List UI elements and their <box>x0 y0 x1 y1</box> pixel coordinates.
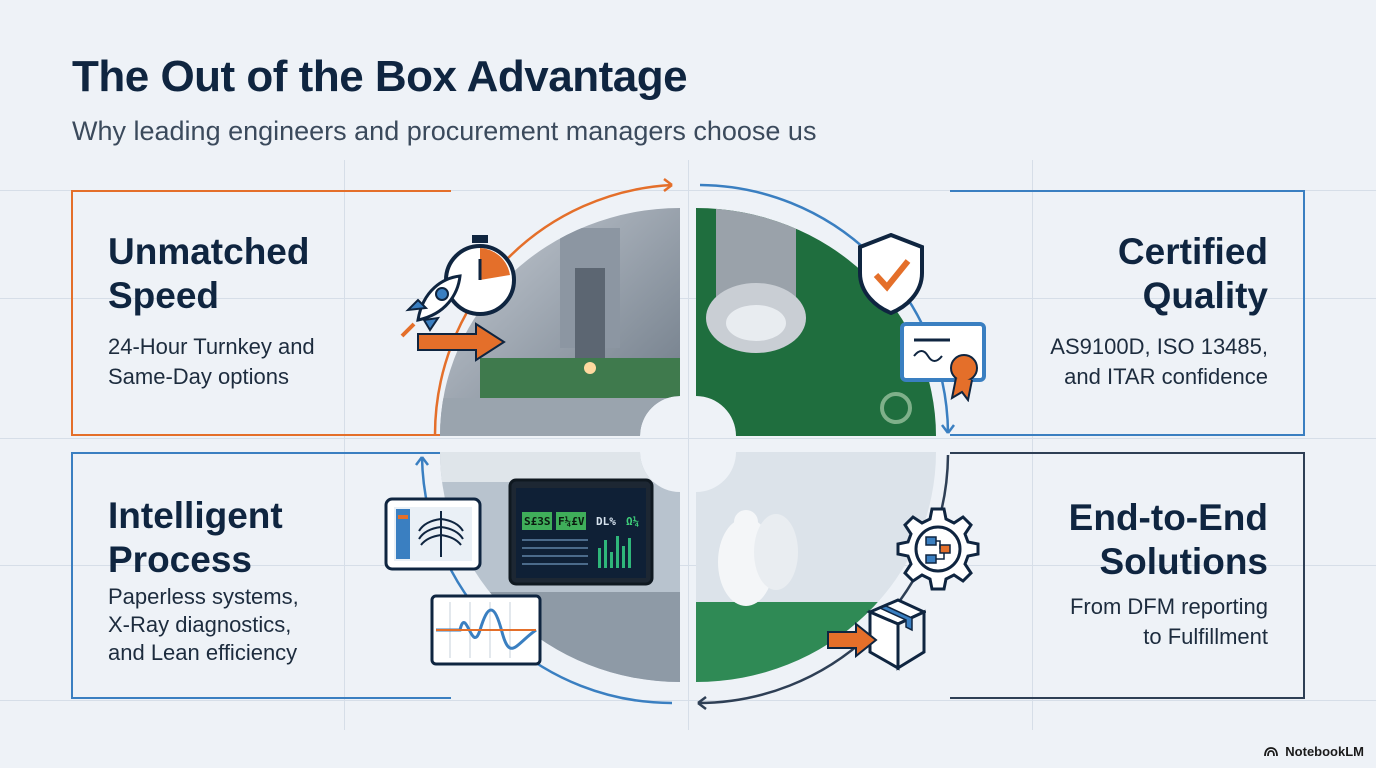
brand-watermark: NotebookLM <box>1263 744 1364 760</box>
package-icon <box>827 598 926 671</box>
waveform-icon <box>430 594 542 666</box>
dashboard-readout: DL% <box>596 515 616 528</box>
e2e-heading: End-to-End Solutions <box>1068 497 1268 582</box>
panel-e2e-frame <box>950 452 1305 699</box>
page-title: The Out of the Box Advantage <box>72 52 688 101</box>
quality-quadrant-image <box>696 208 936 436</box>
shield-check-icon <box>858 233 924 315</box>
grid-line <box>688 160 689 730</box>
dashboard-monitor <box>508 478 654 586</box>
panel-speed-frame <box>71 190 451 436</box>
speed-heading: Unmatched Speed <box>108 231 310 316</box>
notebooklm-logo-icon <box>1263 745 1278 760</box>
e2e-description: From DFM reporting to Fulfillment <box>1069 594 1268 649</box>
xray-tablet-icon <box>384 497 482 571</box>
grid-line <box>0 298 1376 299</box>
quality-heading: Certified Quality <box>1117 231 1268 316</box>
rocket-icon <box>400 274 462 338</box>
grid-line <box>344 160 345 730</box>
dashboard-readout: Ω¼ <box>626 515 640 528</box>
panel-process-frame <box>71 452 451 699</box>
gear-workflow-icon <box>896 507 980 591</box>
process-description: Paperless systems, X-Ray diagnostics, an… <box>108 584 299 665</box>
grid-line <box>0 565 1376 566</box>
certificate-icon <box>900 322 986 402</box>
speed-quadrant-image <box>440 208 680 436</box>
dashboard-readout: S£3S <box>524 515 551 528</box>
dashboard-readout: F¼£V <box>558 515 585 528</box>
page-subtitle: Why leading engineers and procurement ma… <box>72 116 817 146</box>
quality-description: AS9100D, ISO 13485, and ITAR confidence <box>1050 334 1268 389</box>
process-heading: Intelligent Process <box>108 495 283 580</box>
arrow-right-icon <box>417 322 506 362</box>
speed-description: 24-Hour Turnkey and Same-Day options <box>108 334 315 389</box>
panel-quality-frame <box>950 190 1305 436</box>
grid-line <box>1032 160 1033 730</box>
